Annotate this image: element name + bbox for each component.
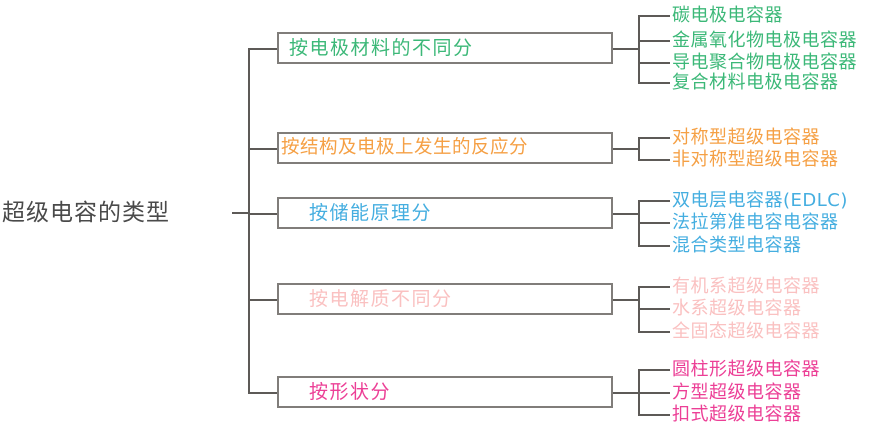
leaf-item[interactable]: 方型超级电容器 — [672, 382, 802, 403]
leaf-item[interactable]: 扣式超级电容器 — [672, 404, 802, 425]
leaf-stub-1-3 — [638, 62, 670, 64]
branch-stub-5 — [248, 392, 278, 394]
leaf-stub-2-2 — [638, 159, 670, 161]
category-label-4: 按电解质不同分 — [309, 287, 453, 310]
leaf-stub-2-1 — [638, 137, 670, 139]
leaf-item[interactable]: 法拉第准电容电容器 — [672, 212, 839, 233]
category-label-5: 按形状分 — [309, 380, 392, 403]
branch-stub-1 — [248, 48, 278, 50]
root-stem-line — [232, 212, 250, 214]
branch-stub-4 — [248, 299, 278, 301]
leaf-item[interactable]: 全固态超级电容器 — [672, 321, 820, 342]
leaf-stub-4-3 — [638, 331, 670, 333]
leaf-bus-5 — [638, 369, 640, 414]
leaf-stub-3-1 — [638, 200, 670, 202]
leaf-bus-1 — [638, 15, 640, 82]
leaf-item[interactable]: 非对称型超级电容器 — [672, 149, 839, 170]
branch-stub-2 — [248, 148, 278, 150]
leaf-item[interactable]: 复合材料电极电容器 — [672, 72, 839, 93]
leaf-connector-2 — [612, 148, 639, 150]
branch-stub-3 — [248, 213, 278, 215]
leaf-connector-5 — [612, 392, 639, 394]
leaf-bus-2 — [638, 137, 640, 161]
category-label-1: 按电极材料的不同分 — [289, 36, 474, 59]
leaf-item[interactable]: 金属氧化物电极电容器 — [672, 30, 857, 51]
leaf-item[interactable]: 混合类型电容器 — [672, 235, 802, 256]
category-box-2[interactable]: 按结构及电极上发生的反应分 — [277, 132, 613, 164]
leaf-stub-5-3 — [638, 414, 670, 416]
leaf-item[interactable]: 双电层电容器(EDLC) — [672, 190, 848, 211]
leaf-stub-5-2 — [638, 392, 670, 394]
leaf-item[interactable]: 圆柱形超级电容器 — [672, 359, 820, 380]
leaf-stub-1-4 — [638, 82, 670, 84]
leaf-connector-4 — [612, 299, 639, 301]
leaf-connector-3 — [612, 213, 639, 215]
leaf-item[interactable]: 水系超级电容器 — [672, 298, 802, 319]
trunk-line — [248, 48, 250, 392]
leaf-item[interactable]: 有机系超级电容器 — [672, 276, 820, 297]
leaf-stub-4-1 — [638, 286, 670, 288]
category-label-2: 按结构及电极上发生的反应分 — [281, 136, 529, 158]
category-box-3[interactable]: 按储能原理分 — [277, 197, 613, 229]
root-label: 超级电容的类型 — [2, 200, 170, 226]
leaf-stub-4-2 — [638, 308, 670, 310]
leaf-item[interactable]: 导电聚合物电极电容器 — [672, 52, 857, 73]
category-box-4[interactable]: 按电解质不同分 — [277, 283, 613, 315]
leaf-stub-3-2 — [638, 222, 670, 224]
category-label-3: 按储能原理分 — [309, 201, 433, 224]
leaf-stub-1-1 — [638, 15, 670, 17]
leaf-connector-1 — [612, 48, 639, 50]
leaf-stub-1-2 — [638, 40, 670, 42]
leaf-item[interactable]: 碳电极电容器 — [672, 5, 783, 26]
category-box-5[interactable]: 按形状分 — [277, 376, 613, 408]
leaf-stub-5-1 — [638, 369, 670, 371]
leaf-item[interactable]: 对称型超级电容器 — [672, 127, 820, 148]
category-box-1[interactable]: 按电极材料的不同分 — [277, 32, 613, 64]
leaf-stub-3-3 — [638, 245, 670, 247]
